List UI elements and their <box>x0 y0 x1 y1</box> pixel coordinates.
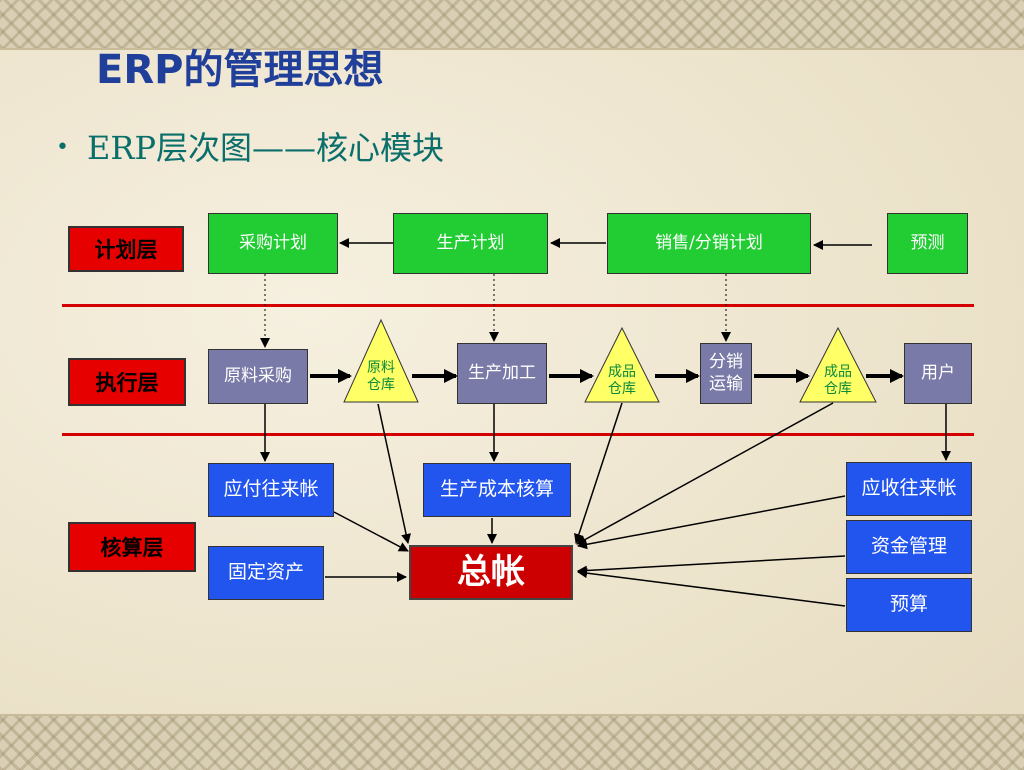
box-cost-accounting: 生产成本核算 <box>423 463 571 517</box>
box-production: 生产加工 <box>457 343 547 404</box>
raw-warehouse-triangle <box>343 318 419 403</box>
box-receivables: 应收往来帐 <box>846 462 972 516</box>
bullet-item: • ERP层次图——核心模块 <box>56 132 444 164</box>
box-budget: 预算 <box>846 578 972 632</box>
box-material-purchase: 原料采购 <box>208 349 308 404</box>
divider-exec-account <box>62 433 974 436</box>
label-raw-warehouse: 原料 仓库 <box>351 360 411 394</box>
arrow-fg-wh-to-ledger <box>574 402 623 544</box>
decorative-border-bottom <box>0 714 1024 770</box>
bullet-dot-icon: • <box>56 135 69 160</box>
label-finished-warehouse-2-line2: 仓库 <box>824 380 852 397</box>
divider-plan-exec <box>62 304 974 307</box>
box-fixed-assets: 固定资产 <box>208 546 324 600</box>
box-distribution-line2: 运输 <box>709 373 743 394</box>
box-sales-plan: 销售/分销计划 <box>607 213 811 274</box>
label-finished-warehouse-2-line1: 成品 <box>824 364 852 380</box>
layer-label-plan: 计划层 <box>68 226 184 272</box>
box-forecast: 预测 <box>887 213 968 274</box>
label-finished-warehouse-2: 成品 仓库 <box>808 364 868 398</box>
label-finished-warehouse-1-line1: 成品 <box>608 364 636 380</box>
box-distribution: 分销 运输 <box>700 343 752 404</box>
box-purchase-plan: 采购计划 <box>208 213 338 274</box>
box-general-ledger: 总帐 <box>409 545 573 600</box>
box-payables: 应付往来帐 <box>208 463 334 517</box>
arrow-budget-to-ledger <box>577 568 846 607</box>
arrow-payables-to-ledger <box>333 511 409 552</box>
arrow-funds-to-ledger <box>577 555 846 576</box>
decorative-border-top <box>0 0 1024 50</box>
box-customer: 用户 <box>904 343 972 404</box>
label-finished-warehouse-1-line2: 仓库 <box>608 380 636 397</box>
finished-warehouse-2-triangle <box>799 326 877 403</box>
label-raw-warehouse-line2: 仓库 <box>367 376 395 393</box>
label-finished-warehouse-1: 成品 仓库 <box>592 364 652 398</box>
label-raw-warehouse-line1: 原料 <box>367 360 395 376</box>
bullet-text: ERP层次图——核心模块 <box>86 129 444 167</box>
box-production-plan: 生产计划 <box>393 213 548 274</box>
finished-warehouse-1-triangle <box>584 326 660 403</box>
arrow-raw-wh-to-ledger <box>377 403 411 544</box>
arrow-receivables-to-ledger <box>577 495 846 550</box>
box-funds: 资金管理 <box>846 520 972 574</box>
layer-label-exec: 执行层 <box>68 358 186 406</box>
box-distribution-line1: 分销 <box>709 352 743 373</box>
arrow-fg-wh2-to-ledger <box>576 402 834 545</box>
layer-label-account: 核算层 <box>68 522 196 572</box>
slide-title: ERP的管理思想 <box>96 47 384 93</box>
